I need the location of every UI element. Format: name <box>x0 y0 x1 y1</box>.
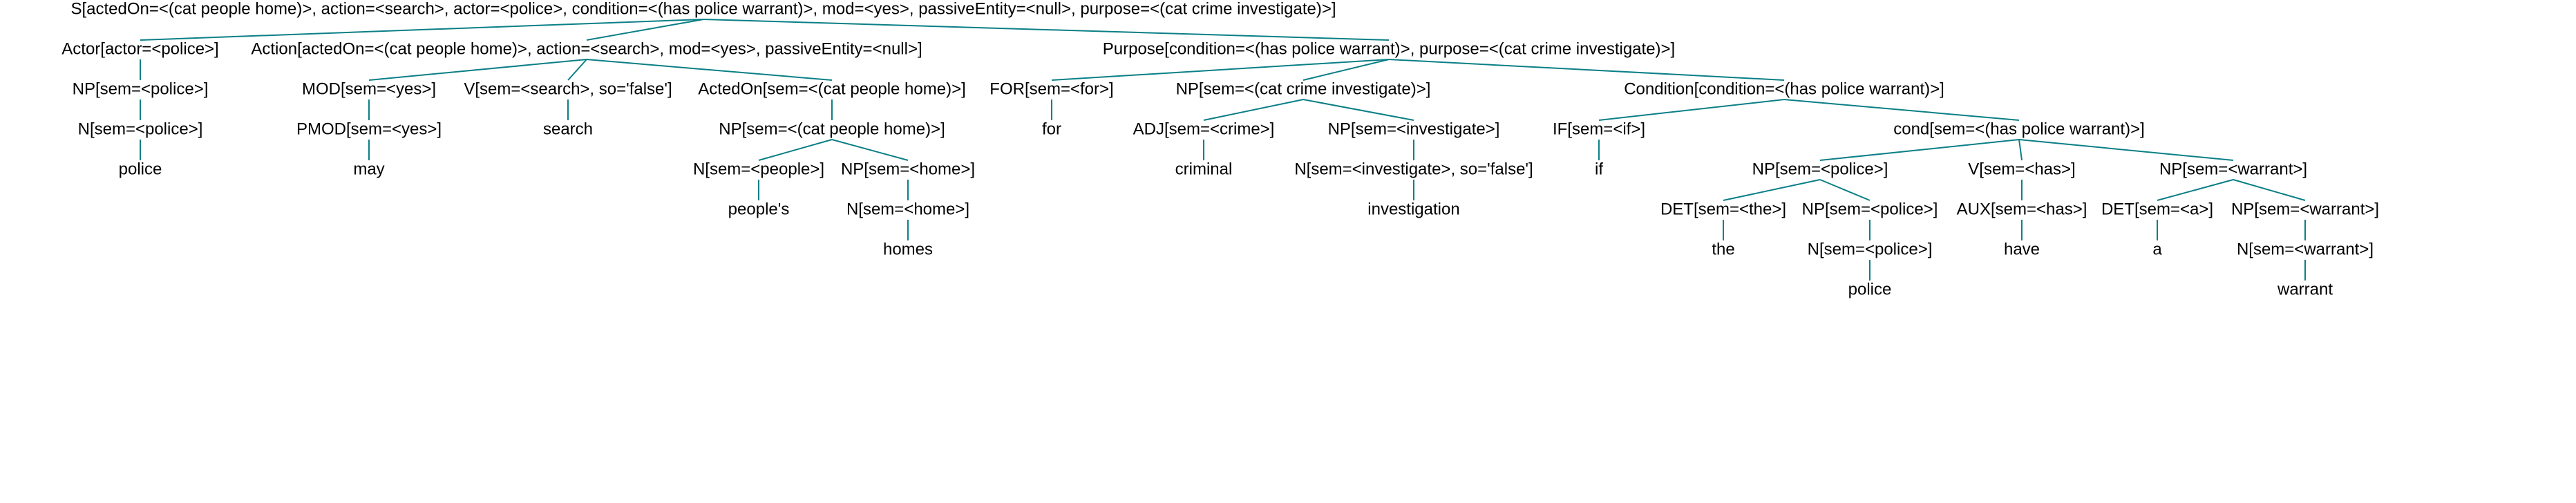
node-mod: MOD[sem=<yes>] <box>302 79 436 98</box>
edge-node-cond-to-node-verb-has <box>2018 139 2023 161</box>
edge-node-action-to-node-verb-search <box>567 59 587 81</box>
node-cond-np: NP[sem=<police>] <box>1752 160 1888 178</box>
edge-node-root-to-node-action <box>586 19 704 41</box>
edge-node-purpose-to-node-condition <box>1388 59 1785 81</box>
node-condition: Condition[condition=<(has police warrant… <box>1624 79 1944 98</box>
edge-node-purpose-to-node-purpose-np <box>1303 59 1390 81</box>
word-police-2: police <box>1848 280 1892 298</box>
word-criminal: criminal <box>1175 160 1233 178</box>
node-actor-n: N[sem=<police>] <box>78 120 203 138</box>
node-if: IF[sem=<if>] <box>1553 120 1645 138</box>
edge-node-purpose-to-node-for <box>1051 59 1390 81</box>
node-aux: AUX[sem=<has>] <box>1957 200 2087 218</box>
node-det-the: DET[sem=<the>] <box>1660 200 1786 218</box>
edge-node-purpose-np-to-node-adj <box>1203 99 1304 121</box>
node-pmod: PMOD[sem=<yes>] <box>296 120 442 138</box>
word-investigation: investigation <box>1367 200 1459 218</box>
word-have: have <box>2004 240 2040 258</box>
word-may: may <box>353 160 384 178</box>
edge-node-actedon-np-to-node-people-n <box>758 139 833 161</box>
node-purpose-np: NP[sem=<(cat crime investigate)>] <box>1176 79 1431 98</box>
edge-node-condition-to-node-if <box>1598 99 1785 121</box>
tree-labels: S[actedOn=<(cat people home)>, action=<s… <box>61 0 2379 298</box>
word-police: police <box>119 160 162 178</box>
word-warrant: warrant <box>2277 280 2333 298</box>
word-a: a <box>2152 240 2162 258</box>
edge-node-condition-to-node-cond <box>1783 99 2020 121</box>
node-for: FOR[sem=<for>] <box>989 79 1113 98</box>
edge-node-cond-to-node-cond-np <box>1819 139 2020 161</box>
node-action: Action[actedOn=<(cat people home)>, acti… <box>251 39 922 58</box>
edge-node-action-to-node-actedon <box>586 59 833 81</box>
node-investigate-n: N[sem=<investigate>, so='false'] <box>1294 160 1533 178</box>
edge-node-cond-np-to-node-det-the <box>1723 179 1821 201</box>
word-peoples: people's <box>728 200 790 218</box>
node-home-np: NP[sem=<home>] <box>841 160 975 178</box>
node-people-n: N[sem=<people>] <box>693 160 824 178</box>
node-verb-search: V[sem=<search>, so='false'] <box>464 79 672 98</box>
word-search: search <box>543 120 593 138</box>
edge-node-cond-np-to-node-police-np <box>1819 179 1871 201</box>
edge-node-actedon-np-to-node-home-np <box>831 139 909 161</box>
edge-node-warrant-np-to-node-det-a <box>2157 179 2234 201</box>
node-verb-has: V[sem=<has>] <box>1968 160 2075 178</box>
node-warrant-np-2: NP[sem=<warrant>] <box>2231 200 2379 218</box>
word-the: the <box>1712 240 1734 258</box>
tree-edges <box>140 19 2306 281</box>
edge-node-cond-to-node-warrant-np <box>2018 139 2234 161</box>
node-warrant-np: NP[sem=<warrant>] <box>2159 160 2307 178</box>
node-actedon: ActedOn[sem=<(cat people home)>] <box>698 79 966 98</box>
edge-node-root-to-node-purpose <box>703 19 1390 41</box>
edge-node-warrant-np-to-node-warrant-np-2 <box>2233 179 2306 201</box>
word-for: for <box>1042 120 1061 138</box>
node-actor: Actor[actor=<police>] <box>61 39 218 58</box>
node-cond: cond[sem=<(has police warrant)>] <box>1893 120 2145 138</box>
node-police-n: N[sem=<police>] <box>1808 240 1933 258</box>
word-homes: homes <box>883 240 933 258</box>
node-home-n: N[sem=<home>] <box>846 200 969 218</box>
node-warrant-n: N[sem=<warrant>] <box>2237 240 2374 258</box>
node-purpose: Purpose[condition=<(has police warrant)>… <box>1103 39 1675 58</box>
node-police-np: NP[sem=<police>] <box>1802 200 1938 218</box>
node-det-a: DET[sem=<a>] <box>2101 200 2213 218</box>
node-root: S[actedOn=<(cat people home)>, action=<s… <box>70 0 1336 18</box>
edge-node-action-to-node-mod <box>368 59 587 81</box>
node-actor-np: NP[sem=<police>] <box>73 79 209 98</box>
node-adj: ADJ[sem=<crime>] <box>1133 120 1275 138</box>
edge-node-purpose-np-to-node-investigate-np <box>1303 99 1414 121</box>
node-investigate-np: NP[sem=<investigate>] <box>1328 120 1500 138</box>
edge-node-root-to-node-actor <box>140 19 704 41</box>
word-if: if <box>1595 160 1603 178</box>
node-actedon-np: NP[sem=<(cat people home)>] <box>719 120 945 138</box>
